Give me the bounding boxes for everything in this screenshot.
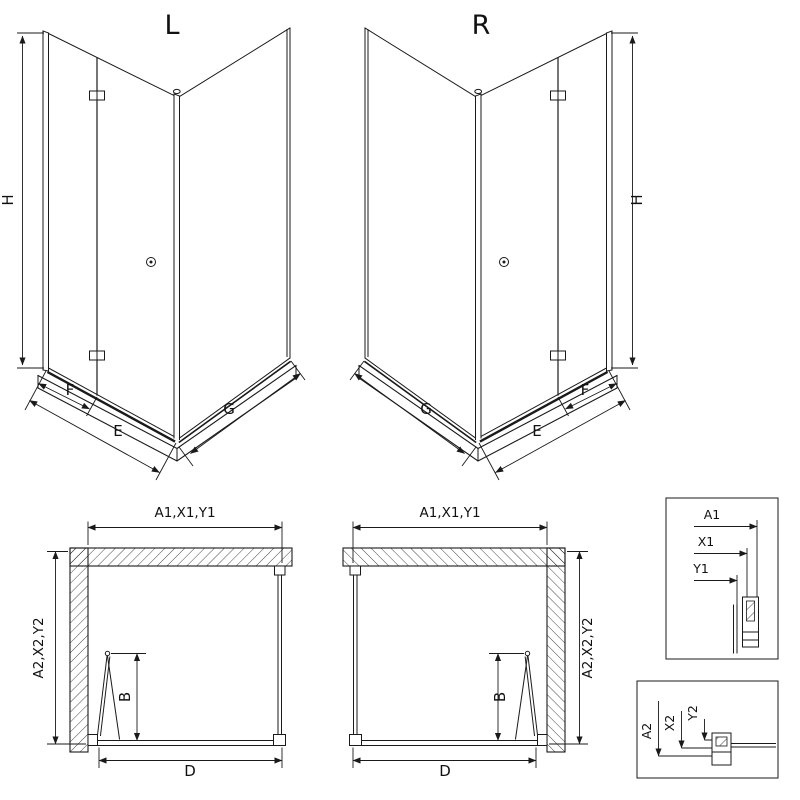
dim-label-front-left: F [66,381,75,399]
plan-view-right: A1,X1,Y1 A2,X2,Y2 B D [342,505,596,780]
dim-label-entry-left: E [113,422,122,440]
dim-label-front-right: F [581,381,590,399]
detail-box-top: A1 X1 Y1 [665,497,779,660]
plan-left-top-width-label: A1,X1,Y1 [154,505,215,521]
detail-top-profile-section [733,596,759,654]
variant-label-left: L [164,10,179,41]
detail-y2-label: Y2 [685,705,700,722]
detail-bottom-profile-section [711,732,776,766]
detail-a2-label: A2 [639,723,654,740]
variant-label-right: R [472,10,491,41]
plan-right-depth-label: A2,X2,Y2 [580,617,596,678]
plan-view-left: A1,X1,Y1 A2,X2,Y2 B D [31,505,293,780]
dim-label-side-right: G [420,400,432,418]
dim-label-height-left: H [0,194,17,205]
iso-view-right: R H F E G [350,10,646,480]
plan-left-door-projection-label: B [116,692,134,702]
detail-y1-label: Y1 [692,561,709,576]
plan-left-bottom-width-label: D [184,762,196,780]
plan-left-depth-label: A2,X2,Y2 [31,617,47,678]
dim-label-entry-right: E [532,422,541,440]
detail-x2-label: X2 [662,715,677,732]
detail-box-bottom: A2 X2 Y2 [636,680,779,779]
iso-view-left: L H F E G [0,10,305,480]
plan-right-door-projection-label: B [491,692,509,702]
dim-label-side-left: G [223,400,235,418]
plan-right-bottom-width-label: D [439,762,451,780]
detail-x1-label: X1 [698,534,715,549]
plan-right-top-width-label: A1,X1,Y1 [419,505,480,521]
detail-a1-label: A1 [704,507,721,522]
dim-label-height-right: H [628,194,646,205]
